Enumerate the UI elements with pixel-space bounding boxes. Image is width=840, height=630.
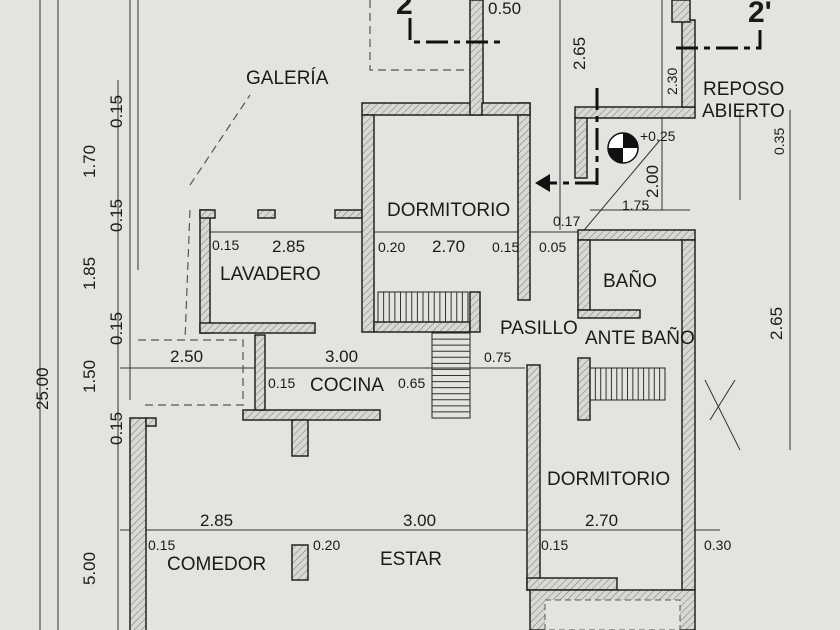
dim-cocina-015: 0.15 [268,375,295,391]
dim-row3-1: 3.00 [403,511,436,530]
dim-v-265-top: 2.65 [570,37,589,70]
dim-row1-3: 2.70 [432,237,465,256]
room-comedor: COMEDOR [167,554,266,575]
dim-left-7: 5.00 [80,552,99,585]
dim-row3-small-3: 0.30 [704,537,731,553]
dim-v-230: 2.30 [664,68,680,95]
dim-total: 25.00 [33,367,52,410]
dim-right-265: 2.65 [767,307,786,340]
dim-v-035: 0.35 [771,128,787,155]
dim-row1-1: 2.85 [272,237,305,256]
room-dormitorio-top: DORMITORIO [387,200,510,221]
room-dormitorio-bottom: DORMITORIO [547,469,670,490]
section-cuts [408,18,762,192]
dim-v-200: 2.00 [643,165,662,198]
room-galeria: GALERÍA [246,68,329,89]
room-lavadero: LAVADERO [220,264,321,285]
room-pasillo: PASILLO [500,318,578,339]
dim-row1-4: 0.15 [492,239,519,255]
dim-top-050: 0.50 [488,0,521,18]
dim-left-6: 0.15 [107,412,126,445]
dim-017: 0.17 [553,213,580,229]
room-estar: ESTAR [380,549,442,570]
stairs [377,291,666,419]
dim-cocina-065: 0.65 [398,375,425,391]
dim-row2-1: 3.00 [325,347,358,366]
dim-row1-5: 0.05 [539,239,566,255]
dim-row1-2: 0.20 [378,239,405,255]
dim-left-1: 1.70 [80,145,99,178]
dim-row3-small-1: 0.20 [313,537,340,553]
room-abierto: ABIERTO [702,101,785,122]
dim-left-5: 1.50 [80,360,99,393]
level-marker-icon [607,132,639,164]
dim-row2-0: 2.50 [170,347,203,366]
room-cocina: COCINA [310,375,384,396]
dim-row3-0: 2.85 [200,511,233,530]
section-mark-left: 2 [396,0,413,21]
dim-left-0: 0.15 [107,95,126,128]
dimension-lines [39,0,791,630]
dim-row1-0: 0.15 [212,237,239,253]
room-ante-bano: ANTE BAÑO [585,327,695,349]
dim-row3-small-0: 0.15 [148,537,175,553]
dim-left-2: 0.15 [107,199,126,232]
dim-row3-2: 2.70 [585,511,618,530]
level-label: +0.25 [640,128,676,144]
dim-h-175: 1.75 [622,197,649,213]
dim-left-4: 0.15 [107,312,126,345]
room-reposo: REPOSO [703,79,784,100]
room-bano: BAÑO [603,270,657,292]
dim-row2-2: 0.75 [484,349,511,365]
dim-left-3: 1.85 [80,257,99,290]
dim-row3-small-2: 0.15 [541,537,568,553]
section-mark-right: 2' [748,0,772,29]
walls [129,0,696,630]
